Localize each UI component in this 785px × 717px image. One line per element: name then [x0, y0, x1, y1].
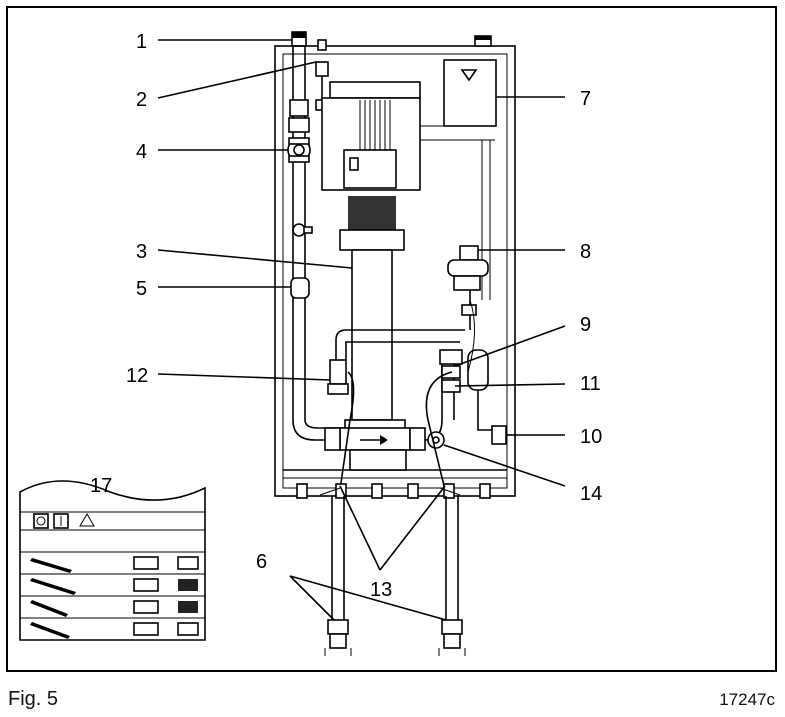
callout-14: 14 [580, 483, 602, 505]
callout-12: 12 [126, 365, 148, 387]
control-box [420, 59, 497, 300]
callout-10: 10 [580, 426, 602, 448]
label-card [19, 480, 206, 641]
callout-9: 9 [580, 314, 591, 336]
left-fitting [327, 359, 349, 395]
bottom-clips [296, 483, 491, 499]
figure-frame [6, 6, 777, 672]
callout-8: 8 [580, 241, 591, 263]
figure-code: 17247c [719, 690, 775, 709]
callout-7: 7 [580, 88, 591, 110]
callout-11: 11 [580, 373, 601, 395]
drain-hoses [339, 299, 476, 491]
right-pipe-assembly [424, 349, 518, 449]
callout-5: 5 [136, 278, 147, 300]
callout-1: 1 [136, 31, 147, 53]
figure-caption: Fig. 5 [8, 688, 59, 710]
callout-3: 3 [136, 241, 147, 263]
inlet-pipe [287, 46, 345, 441]
top-fittings [291, 31, 492, 47]
outlet-pipes [324, 496, 466, 656]
leader-lines [157, 39, 566, 621]
callout-2: 2 [136, 89, 147, 111]
callout-13: 13 [370, 579, 392, 601]
callout-labels: 1 2 3 4 5 6 7 8 9 10 11 12 13 14 17 [90, 31, 602, 601]
pump-motor [321, 81, 421, 251]
pump-column [351, 249, 393, 421]
pump-base [324, 419, 426, 471]
solenoid-valve [447, 245, 489, 330]
callout-6: 6 [256, 551, 267, 573]
bypass-pipe [335, 329, 465, 360]
callout-4: 4 [136, 141, 147, 163]
callout-17: 17 [90, 475, 112, 497]
